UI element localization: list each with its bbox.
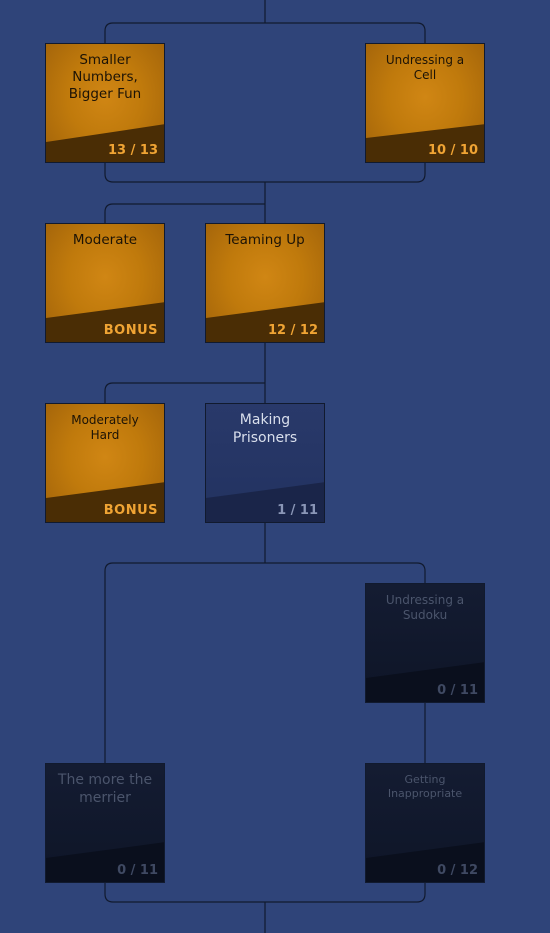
puzzle-title: Making Prisoners — [232, 412, 298, 446]
puzzle-bonus-badge: BONUS — [103, 323, 158, 338]
connector-line — [104, 163, 426, 183]
puzzle-title: Getting Inappropriate — [387, 773, 463, 800]
puzzle-progress: 12 / 12 — [268, 323, 318, 338]
puzzle-title: Teaming Up — [225, 232, 305, 248]
puzzle-title: The more the merrier — [57, 772, 153, 806]
puzzle-progress: 13 / 13 — [108, 143, 158, 158]
puzzle-tile-smaller-numbers[interactable]: Smaller Numbers, Bigger Fun 13 / 13 — [45, 43, 165, 163]
puzzle-title: Moderately Hard — [71, 413, 139, 442]
puzzle-title: Undressing a Cell — [385, 53, 465, 82]
puzzle-tile-making-prisoners[interactable]: Making Prisoners 1 / 11 — [205, 403, 325, 523]
connector-line — [104, 203, 265, 223]
puzzle-title: Moderate — [72, 232, 138, 248]
puzzle-progress: 10 / 10 — [428, 143, 478, 158]
puzzle-tile-the-more-the-merrier[interactable]: The more the merrier 0 / 11 — [45, 763, 165, 883]
puzzle-tile-undressing-a-cell[interactable]: Undressing a Cell 10 / 10 — [365, 43, 485, 163]
puzzle-progress: 1 / 11 — [277, 503, 318, 518]
puzzle-title: Smaller Numbers, Bigger Fun — [68, 52, 142, 102]
connector-line — [104, 22, 426, 43]
puzzle-progress: 0 / 12 — [437, 863, 478, 878]
puzzle-bonus-badge: BONUS — [103, 503, 158, 518]
puzzle-tile-teaming-up[interactable]: Teaming Up 12 / 12 — [205, 223, 325, 343]
connector-line — [104, 883, 426, 903]
connector-line — [104, 382, 265, 403]
puzzle-title: Undressing a Sudoku — [385, 593, 465, 622]
connector-line — [104, 562, 426, 763]
puzzle-tile-undressing-a-sudoku[interactable]: Undressing a Sudoku 0 / 11 — [365, 583, 485, 703]
puzzle-tile-moderately-hard[interactable]: Moderately Hard BONUS — [45, 403, 165, 523]
puzzle-progress: 0 / 11 — [437, 683, 478, 698]
puzzle-tile-moderate[interactable]: Moderate BONUS — [45, 223, 165, 343]
puzzle-progress: 0 / 11 — [117, 863, 158, 878]
puzzle-tile-getting-inappropriate[interactable]: Getting Inappropriate 0 / 12 — [365, 763, 485, 883]
